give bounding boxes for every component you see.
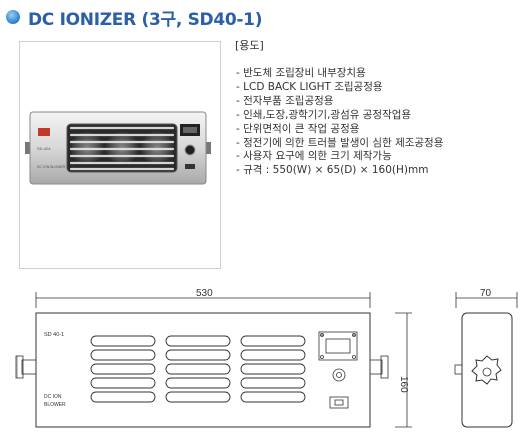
side-knob-icon <box>471 355 502 385</box>
usage-item: 전자부품 조립공정용 <box>236 95 443 109</box>
brand-logo-icon <box>38 128 50 136</box>
drawing-panel-model: SD 40-1 <box>44 332 64 338</box>
photo-panel-text-top: SD-404 <box>37 146 51 151</box>
photo-panel-text-bottom: DC ION BLOWER <box>37 165 66 169</box>
power-switch-icon <box>185 164 195 169</box>
product-title: DC IONIZER (3구, SD40-1) <box>28 10 263 30</box>
usage-heading: [용도] <box>235 39 264 52</box>
product-photo: SD-404 DC ION BLOWER <box>25 111 211 185</box>
usage-item: 규격 : 550(W) × 65(D) × 160(H)mm <box>236 164 443 178</box>
usage-item: 정전기에 의한 트러블 발생이 심한 제조공정용 <box>236 137 443 151</box>
drawing-switch-icon <box>329 396 349 409</box>
drawing-display-panel <box>318 331 358 361</box>
height-dimension-label: 160 <box>398 376 409 393</box>
drawing-panel-line2: BLOWER <box>44 402 66 408</box>
usage-item: 인쇄,도장,광학기기,광섬유 공정작업용 <box>236 109 443 123</box>
front-view-body <box>35 312 371 428</box>
control-knob-icon <box>184 144 196 156</box>
drawing-panel-line1: DC ION <box>44 394 62 400</box>
usage-item: 단위면적이 큰 작업 공정용 <box>236 123 443 137</box>
product-photo-frame: SD-404 DC ION BLOWER <box>19 41 221 269</box>
title-bullet-icon <box>6 10 20 24</box>
drawing-knob-icon <box>332 368 346 382</box>
usage-item: LCD BACK LIGHT 조립공정용 <box>236 81 443 95</box>
usage-list: 반도체 조립장비 내부장치용 LCD BACK LIGHT 조립공정용 전자부품… <box>236 67 443 178</box>
depth-dimension-label: 70 <box>480 288 492 299</box>
usage-item: 반도체 조립장비 내부장치용 <box>236 67 443 81</box>
side-view-body <box>461 312 513 428</box>
width-dimension-label: 530 <box>196 288 213 299</box>
technical-drawing: 530 160 70 SD 40-1 DC ION BLOWER <box>15 288 518 428</box>
usage-item: 사용자 요구에 의한 크기 제작가능 <box>236 150 443 164</box>
